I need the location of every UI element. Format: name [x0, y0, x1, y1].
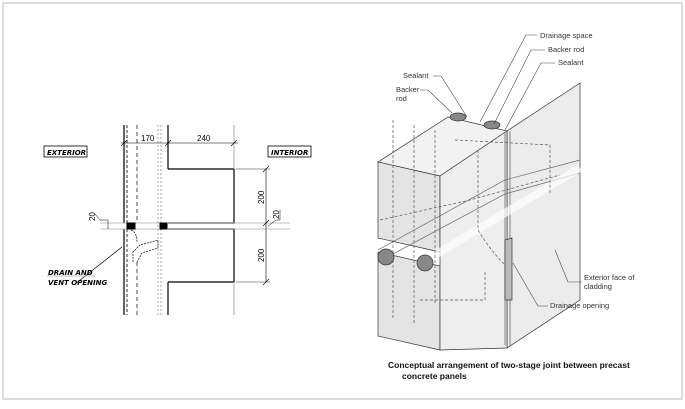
drain-vent-path — [132, 239, 159, 263]
dim-170: 170 — [141, 134, 155, 143]
dim-20-left: 20 — [88, 212, 97, 221]
leader-lines — [420, 34, 582, 307]
caption-line1: Conceptual arrangement of two-stage join… — [388, 360, 630, 370]
backer-rod-top — [483, 120, 501, 130]
label-backer-rod-right: Backer rod — [548, 45, 584, 54]
frame-border — [2, 2, 683, 400]
label-backer-left-2: rod — [396, 94, 407, 103]
section-drawing — [43, 125, 312, 315]
drain-leader — [74, 246, 123, 285]
dim-20-right: 20 — [272, 210, 281, 219]
drain-label-line2: VENT OPENING — [48, 279, 107, 287]
rod-right — [416, 254, 434, 272]
upper-panel-side — [377, 161, 441, 253]
sealant-outer — [126, 222, 136, 230]
exterior-box — [43, 145, 88, 158]
label-drainage-space: Drainage space — [540, 31, 593, 40]
label-exterior-face-1: Exterior face of — [584, 273, 635, 282]
label-sealant-left: Sealant — [403, 71, 429, 80]
drainage-opening — [504, 237, 513, 301]
label-exterior-face-2: cladding — [584, 282, 612, 291]
caption-line2: concrete panels — [402, 371, 467, 381]
label-drainage-opening: Drainage opening — [550, 301, 609, 310]
sealant-outer-top — [449, 112, 467, 122]
label-backer-left-1: Backer — [396, 85, 420, 94]
isometric-drawing — [377, 34, 583, 351]
dim-200-top: 200 — [257, 190, 266, 204]
drain-label-line1: DRAIN AND — [48, 269, 93, 277]
interior-box — [267, 145, 312, 158]
dim-240: 240 — [197, 134, 211, 143]
interior-label: INTERIOR — [271, 149, 308, 157]
sealant-inner — [159, 222, 168, 230]
dim-200-bottom: 200 — [257, 248, 266, 262]
rod-left — [377, 248, 395, 266]
exterior-label: EXTERIOR — [47, 149, 86, 157]
label-sealant-right: Sealant — [558, 58, 584, 67]
